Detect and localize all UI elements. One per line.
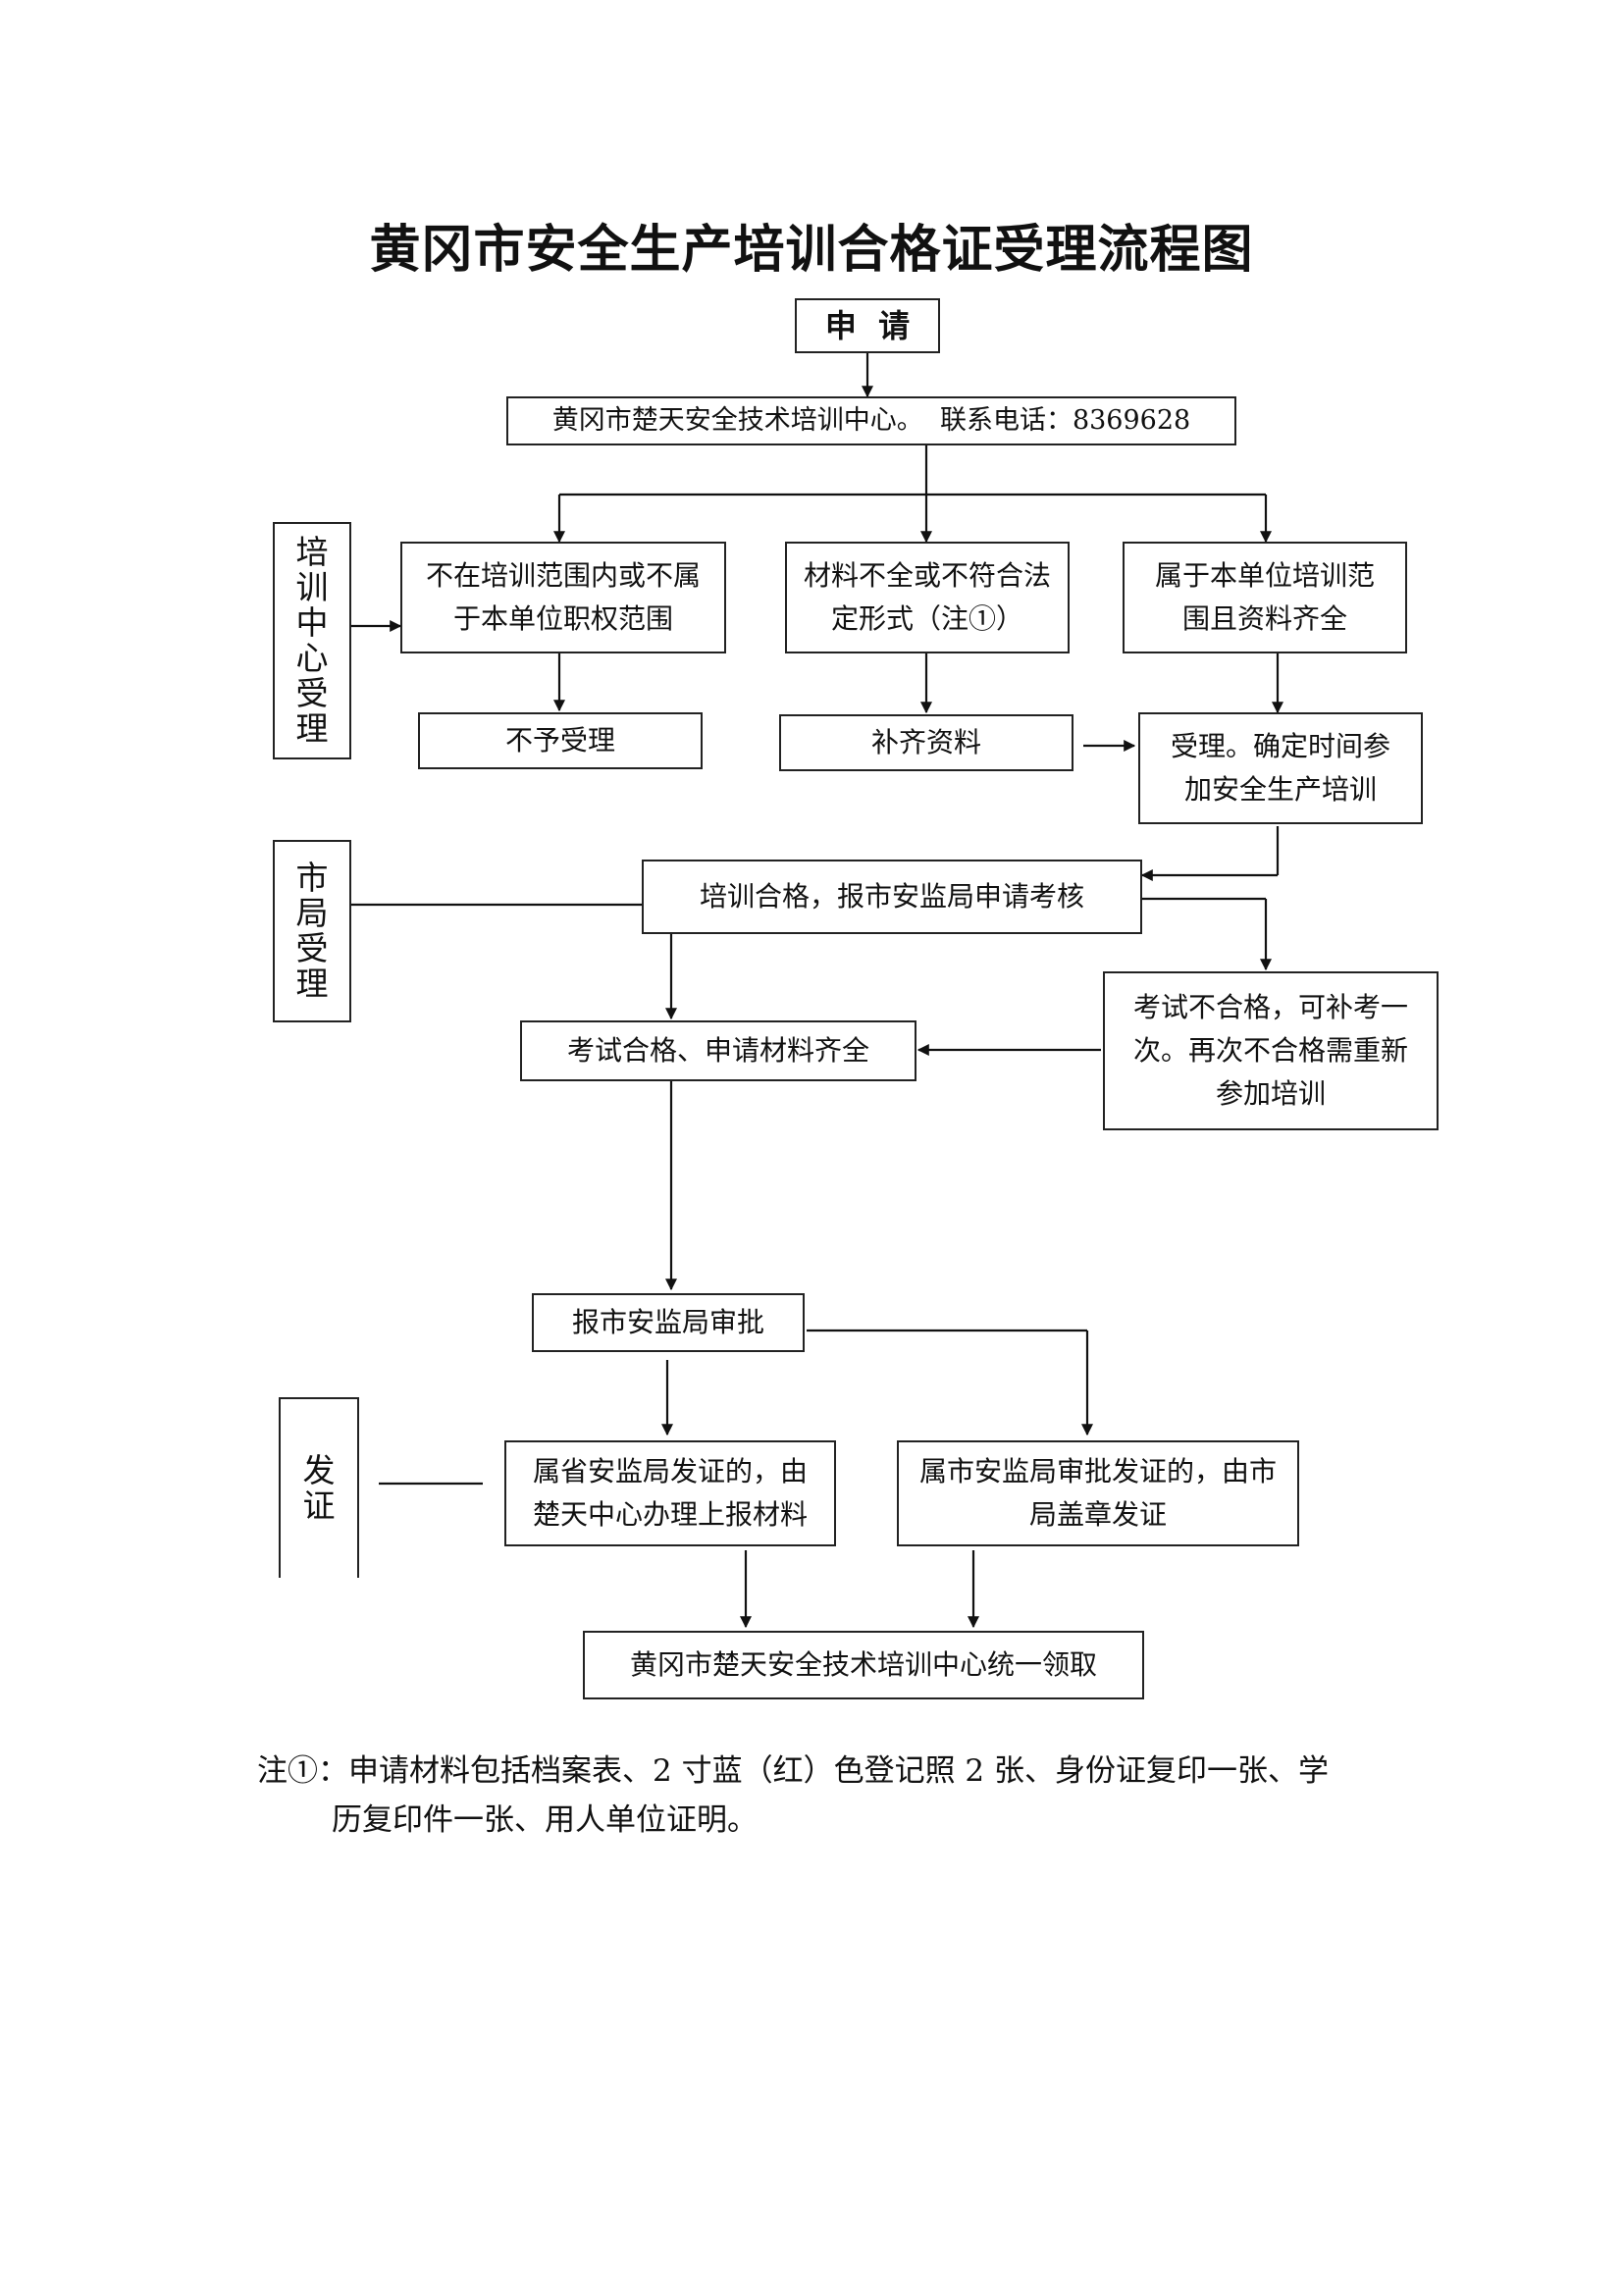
node-collect: 黄冈市楚天安全技术培训中心统一领取 <box>583 1631 1144 1699</box>
footnote: 注①：申请材料包括档案表、2 寸蓝（红）色登记照 2 张、身份证复印一张、学 历… <box>257 1747 1415 1845</box>
node-city-approval: 报市安监局审批 <box>532 1293 805 1352</box>
node-in-scope: 属于本单位培训范围且资料齐全 <box>1123 542 1407 653</box>
footnote-line-1: 注①：申请材料包括档案表、2 寸蓝（红）色登记照 2 张、身份证复印一张、学 <box>257 1753 1330 1789</box>
page-title: 黄冈市安全生产培训合格证受理流程图 <box>369 220 1254 280</box>
node-apply: 申 请 <box>795 298 940 353</box>
node-city-issue: 属市安监局审批发证的，由市局盖章发证 <box>897 1440 1299 1546</box>
node-reject: 不予受理 <box>418 712 703 769</box>
node-exam-failed: 考试不合格，可补考一次。再次不合格需重新参加培训 <box>1103 971 1439 1130</box>
node-supplement: 补齐资料 <box>779 714 1073 771</box>
stage-city-accept: 市 局 受 理 <box>273 840 351 1022</box>
node-out-of-scope: 不在培训范围内或不属于本单位职权范围 <box>400 542 726 653</box>
node-training-center: 黄冈市楚天安全技术培训中心。 联系电话：8369628 <box>506 396 1236 445</box>
node-exam-passed: 考试合格、申请材料齐全 <box>520 1020 916 1081</box>
node-training-passed: 培训合格，报市安监局申请考核 <box>642 860 1142 934</box>
node-province-issue: 属省安监局发证的，由楚天中心办理上报材料 <box>504 1440 836 1546</box>
stage-center-accept: 培 训 中 心 受 理 <box>273 522 351 759</box>
footnote-line-2: 历复印件一张、用人单位证明。 <box>332 1802 758 1838</box>
node-materials-incomplete: 材料不全或不符合法定形式（注①） <box>785 542 1070 653</box>
stage-issue: 发 证 <box>279 1397 359 1578</box>
node-accept: 受理。确定时间参加安全生产培训 <box>1138 712 1423 824</box>
